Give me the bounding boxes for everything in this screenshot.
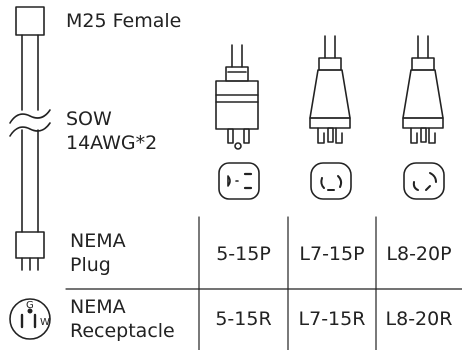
plug-head-shape — [15, 231, 45, 259]
plug-value-2: L7-15P — [299, 243, 365, 265]
receptacle-face-l7-15r — [310, 162, 352, 200]
plug-row-label-line1: NEMA — [70, 230, 126, 252]
cable-break-bottom — [9, 122, 51, 137]
cable-break-top — [9, 109, 51, 124]
ground-pin-mark — [27, 308, 33, 314]
sow-label-line2: 14AWG*2 — [66, 132, 158, 154]
plug-value-1: 5-15P — [216, 243, 271, 265]
receptacle-icon-top-mark: G — [26, 300, 34, 311]
receptacle-row-label-line2: Receptacle — [70, 320, 175, 342]
receptacle-value-3: L8-20R — [385, 308, 453, 330]
receptacle-icon-right-mark: W — [40, 317, 50, 328]
connector-label: M25 Female — [66, 10, 182, 32]
receptacle-value-2: L7-15R — [298, 308, 366, 330]
spec-table-lines — [65, 216, 462, 350]
plug-value-3: L8-20P — [386, 243, 452, 265]
plug-5-15p — [215, 44, 259, 150]
plug-l8-20p — [402, 35, 444, 144]
plug-row-label-line2: Plug — [70, 254, 111, 276]
cable-assembly — [9, 6, 51, 271]
sow-label-line1: SOW — [66, 108, 112, 130]
m25-connector-shape — [15, 6, 45, 36]
receptacle-face-l8-20r — [403, 162, 445, 200]
plug-l7-15p — [309, 35, 351, 144]
receptacle-icon — [9, 298, 51, 340]
receptacle-face-5-15r — [218, 162, 260, 200]
receptacle-value-1: 5-15R — [215, 308, 272, 330]
receptacle-row-label-line1: NEMA — [70, 296, 126, 318]
